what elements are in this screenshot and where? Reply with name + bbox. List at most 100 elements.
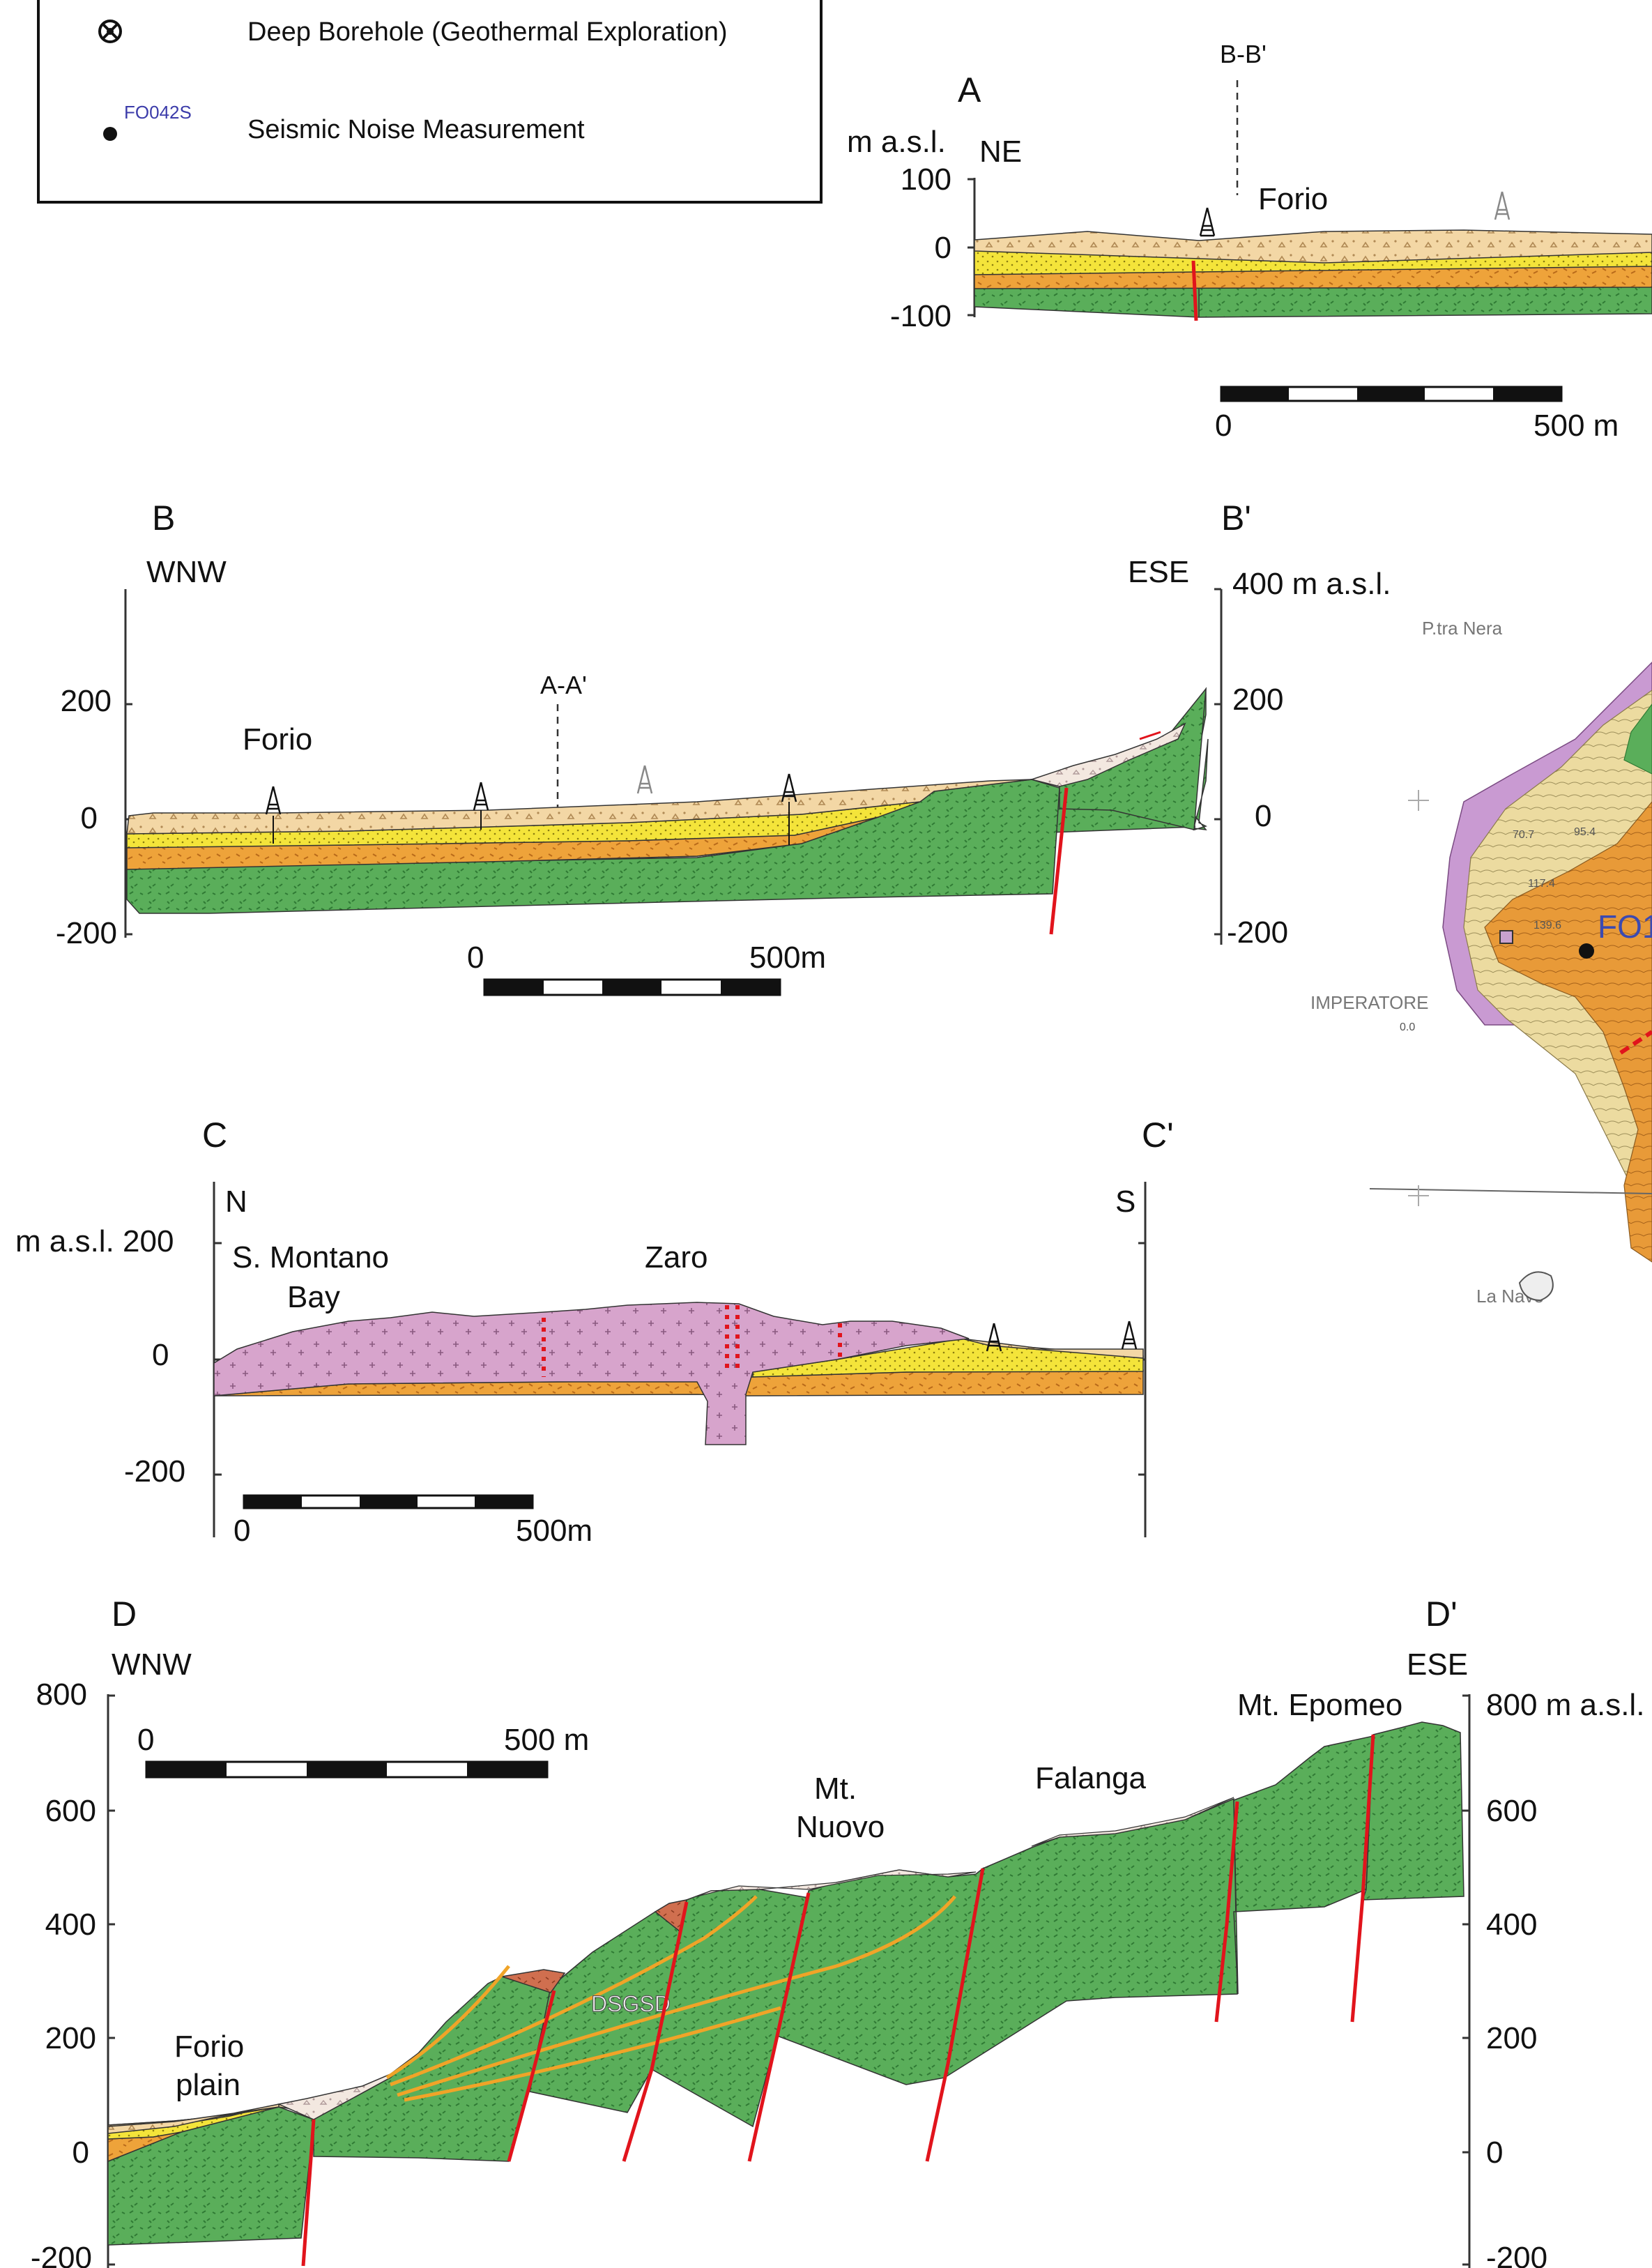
section-d-slip-surface-4 [404, 2006, 781, 2102]
section-d-dir-right: ESE [1407, 1647, 1468, 1682]
section-b-tick-right-minus200: -200 [1227, 915, 1288, 950]
section-d-tick-left-0: 0 [72, 2136, 89, 2170]
map-spot-height-5: 0.0 [1400, 1021, 1415, 1033]
section-d-tick-left-400: 400 [45, 1908, 96, 1942]
section-b-green-hanging [1059, 687, 1207, 830]
map-station-label: FO1 [1598, 908, 1652, 945]
section-c-borehole-icon-2 [1121, 1321, 1138, 1350]
section-d-rock-block-1 [501, 1969, 566, 1993]
section-a-scale-bar: 0 500 m [1215, 386, 1619, 443]
map-borehole-marker [1499, 930, 1513, 944]
section-c-dir-right: S [1115, 1185, 1135, 1219]
section-a-scale-end: 500 m [1534, 409, 1619, 443]
map-spot-height-2: 95.4 [1574, 826, 1596, 838]
section-b-borehole-icon-2 [473, 782, 489, 811]
section-a-tick-minus100: -100 [890, 299, 951, 333]
section-a-unit: m a.s.l. [847, 125, 946, 159]
section-b-scale-start: 0 [467, 941, 484, 975]
section-c-end: C' [1142, 1116, 1174, 1155]
section-b: B B' WNW ESE A-A' Forio 200 0 -200 400 m… [56, 498, 1391, 996]
section-c-scale-end: 500m [516, 1514, 592, 1548]
map-orange-unit [1484, 801, 1652, 1263]
section-c-unit-label: m a.s.l. 200 [15, 1224, 174, 1258]
section-d-fault-5 [925, 1868, 985, 2162]
section-b-fault [1049, 787, 1069, 935]
section-b-tick-left-0: 0 [81, 801, 98, 835]
section-a-crosscut-label: B-B' [1220, 40, 1267, 68]
section-c-dir-left: N [225, 1185, 247, 1219]
section-d-tick-left-600: 600 [45, 1794, 96, 1828]
section-d-tick-left-200: 200 [45, 2021, 96, 2055]
section-d-scale-bar: 0 500 m [137, 1723, 589, 1779]
legend: Deep Borehole (Geothermal Exploration) F… [37, 0, 823, 204]
section-a-borehole-projected-icon [1494, 191, 1510, 220]
section-a-scale-start: 0 [1215, 409, 1232, 443]
geologic-map: P.tra Nera IMPERATORE La Nave 70.7 95.4 … [1310, 618, 1652, 1307]
section-b-place-forio: Forio [243, 722, 312, 756]
deep-borehole-icon [98, 20, 122, 43]
section-d-place-mt-epomeo: Mt. Epomeo [1237, 1688, 1402, 1722]
section-d-scale-end: 500 m [504, 1723, 589, 1757]
section-d-place-nuovo: Nuovo [796, 1810, 885, 1844]
section-d-green-block-8 [1361, 1721, 1464, 1901]
section-b-fault-upper [1139, 731, 1161, 740]
section-d-fault-2 [507, 1990, 556, 2162]
section-a-direction: NE [979, 135, 1022, 169]
section-d-slip-surface-2 [390, 1895, 758, 2087]
section-b-scale-bar: 0 500m [467, 941, 826, 996]
section-d-tick-right-0: 0 [1486, 2136, 1503, 2170]
section-d-tick-right-400: 400 [1486, 1908, 1537, 1942]
section-a-tick-0: 0 [935, 231, 951, 265]
section-b-tick-left-minus200: -200 [56, 916, 117, 950]
section-d-feature-dsgsd: DSGSD [591, 1991, 671, 2016]
legend-station-code: FO042S [124, 102, 192, 123]
section-d-place-mt: Mt. [814, 1772, 857, 1806]
section-a-green-unit [974, 285, 1652, 318]
section-d-tick-left-minus200: -200 [31, 2241, 92, 2268]
section-d-tick-left-800: 800 [36, 1677, 87, 1712]
section-d-fault-6 [1214, 1801, 1239, 2023]
section-d-fault-3 [622, 1901, 689, 2162]
section-d-tick-right-minus200: -200 [1486, 2241, 1547, 2268]
map-spot-height-4: 139.6 [1534, 920, 1561, 931]
section-b-debris-unit [1030, 722, 1186, 787]
section-d-tick-right-600: 600 [1486, 1794, 1537, 1828]
map-spot-height-3: 117.4 [1528, 878, 1555, 890]
section-d-end: D' [1425, 1595, 1458, 1634]
section-c-place-s-montano: S. Montano [232, 1240, 389, 1274]
section-c-scale-bar: 0 500m [234, 1494, 592, 1548]
section-b-start: B [152, 498, 175, 538]
section-a-borehole-icon [1199, 207, 1216, 237]
section-d-slip-surface-3 [397, 1895, 956, 2097]
section-d-green-block-6 [943, 1797, 1238, 2079]
section-c-scale-start: 0 [234, 1514, 250, 1548]
section-d-rock-block-2 [654, 1899, 687, 1933]
section-d-debris-falanga [1031, 1797, 1234, 1847]
section-c-lava-dome [213, 1302, 970, 1445]
section-c-place-bay: Bay [287, 1280, 340, 1314]
section-b-dir-left: WNW [146, 555, 227, 589]
section-b-tick-left-200: 200 [61, 684, 112, 718]
section-d-scale-start: 0 [137, 1723, 154, 1757]
section-b-crosscut-label: A-A' [540, 671, 587, 699]
section-d-place-falanga: Falanga [1035, 1761, 1147, 1795]
legend-frame [37, 0, 823, 204]
section-d-place-forio: Forio [174, 2030, 244, 2064]
section-d-dir-left: WNW [112, 1647, 192, 1682]
map-cross-2 [1408, 1185, 1429, 1206]
section-d-beige-surface [107, 2103, 280, 2134]
section-c-place-zaro: Zaro [645, 1240, 708, 1274]
section-d-fault-1 [301, 2119, 316, 2267]
map-seismic-station-icon [1579, 943, 1594, 959]
section-d-fault-4 [747, 1892, 811, 2162]
section-c-borehole-icon-1 [986, 1323, 1002, 1352]
section-b-borehole-projected-icon [636, 765, 653, 794]
section-d-slip-surface-1 [385, 1965, 510, 2080]
map-cross-1 [1408, 790, 1429, 811]
section-d-start: D [112, 1595, 137, 1634]
section-d: D D' WNW ESE Mt. Epomeo Falanga Mt. Nuov… [31, 1595, 1644, 2268]
section-a-letter: A [958, 70, 981, 109]
section-b-end: B' [1221, 498, 1251, 538]
map-label-ptra-nera: P.tra Nera [1422, 618, 1503, 639]
section-d-tick-right-200: 200 [1486, 2021, 1537, 2055]
